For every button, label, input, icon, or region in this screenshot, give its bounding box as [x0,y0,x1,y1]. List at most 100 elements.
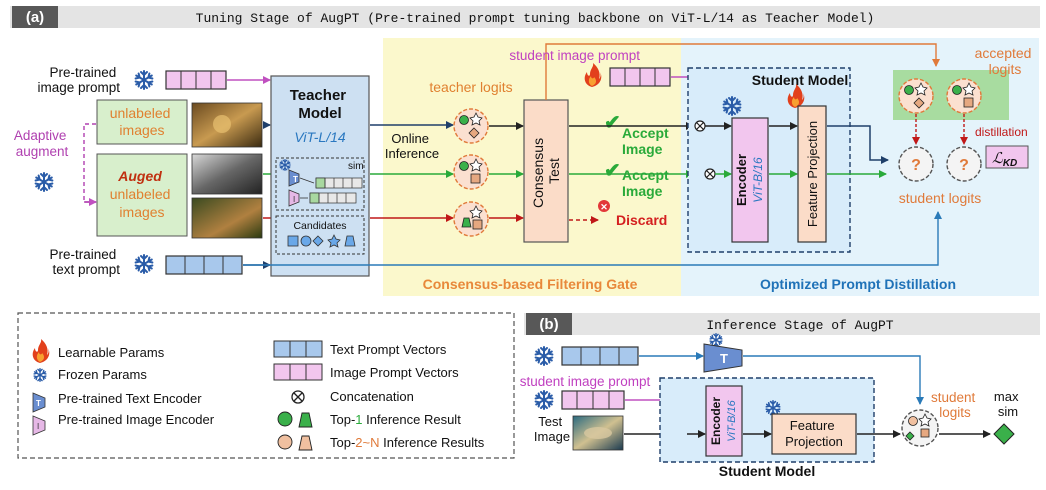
unlabeled-images-box [96,99,188,145]
image-encoder-icon [32,415,46,436]
panel-a-tag: (a) [26,9,44,26]
student-model-b-label: Student Model [719,463,815,479]
panel-b-title: Inference Stage of AugPT [706,318,893,333]
frozen-icon [534,390,554,410]
text-encoder-letter: T [293,175,298,184]
candidates-label: Candidates [293,220,346,232]
teacher-logit-2 [453,154,489,190]
legend-topn: Top-2~N Inference Results [330,435,485,450]
student-encoder-label: Encoder [734,154,749,206]
consensus-test-label: Consensus Test [530,134,562,208]
teacher-backbone: ViT-L/14 [294,129,346,145]
top1-circle-icon [277,411,293,427]
svg-text:?: ? [911,157,921,174]
legend-concat: Concatenation [330,389,414,404]
text-encoder-icon [703,343,743,373]
student-encoder [731,117,769,243]
concat-icon [704,168,716,180]
legend-image-vectors: Image Prompt Vectors [330,365,459,380]
legend-text-vectors: Text Prompt Vectors [330,342,447,357]
consensus-test [523,99,569,243]
distill-label: Optimized Prompt Distillation [760,276,956,292]
frozen-icon [134,70,154,90]
feature-projection-b-label: Feature Projection [785,418,843,449]
text-vectors-swatch [273,340,323,358]
discard-icon [598,200,610,212]
panel-a-title: Tuning Stage of AugPT (Pre-trained promp… [196,11,875,26]
gate-label: Consensus-based Filtering Gate [423,276,638,292]
svg-text:T: T [720,351,728,366]
student-image-prompt-label: student image prompt [509,48,640,63]
max-sim-label: max sim [994,389,1022,419]
text-prompt-vectors [165,255,243,275]
legend-frozen: Frozen Params [58,367,147,382]
accept-image-label-2: Accept Image [622,167,673,199]
student-encoder-b [705,385,743,457]
svg-text:T: T [36,399,41,408]
check-icon: ✔ [604,112,621,134]
frozen-icon [534,346,554,366]
top1-trapezoid-icon [298,412,313,428]
concat-icon [291,390,305,404]
student-encoder-b-label: Encoder [709,397,723,445]
student-model-title: Student Model [752,72,848,88]
image-encoder-icon [288,189,300,207]
distillation-label: distillation [975,125,1028,139]
check-icon: ✔ [604,160,621,182]
adaptive-augment-label: Adaptive augment [14,128,70,159]
accepted-logit-2 [946,78,982,114]
unlabeled-images-label: unlabeled images [110,105,175,138]
student-logit-1: ? [898,146,934,182]
image-vectors-swatch [273,363,323,381]
student-logit-2: ? [946,146,982,182]
feature-projection-label: Feature Projection [805,121,820,227]
legend-text-encoder: Pre-trained Text Encoder [58,391,202,406]
panel-b-tag: (b) [539,316,558,333]
student-encoder-backbone: ViT-B/16 [751,157,765,203]
auged-images-label: Auged unlabeled images [110,168,175,220]
frozen-icon [134,254,154,274]
student-image-prompt-vectors [609,67,671,87]
legend-learnable: Learnable Params [58,345,165,360]
image-prompt-vectors [165,70,227,90]
feature-projection-b [771,413,857,455]
topn-circle-icon [277,434,293,450]
accepted-logits-label: accepted logits [975,45,1036,77]
svg-text:✕: ✕ [600,202,608,212]
kd-loss-symbol: ℒKD [992,150,1017,169]
teacher-logit-3 [453,201,489,237]
svg-text:?: ? [959,157,969,174]
legend-image-encoder: Pre-trained Image Encoder [58,412,215,427]
student-logit-b [901,409,939,447]
text-encoder-icon [32,392,46,413]
student-logits-b-label: student logits [931,390,979,420]
text-encoder-icon [288,169,300,187]
auged-images-box [96,153,188,237]
student-encoder-b-backbone: ViT-B/16 [726,399,738,441]
feature-projection [797,105,827,243]
kd-loss-box [985,145,1029,169]
topn-trapezoid-icon [298,435,313,451]
frozen-icon [709,332,723,347]
online-inference-label: Online Inference [385,131,439,161]
sim-matrix [299,177,363,204]
candidates-box [275,215,365,255]
pretrained-text-prompt-label: Pre-trained text prompt [49,247,120,277]
student-logits-label: student logits [899,190,982,206]
augmented-cheetah-image [191,153,263,195]
augmented-cheetah-image [191,197,263,239]
pretrained-image-prompt-label: Pre-trained image prompt [37,65,120,95]
legend [17,312,515,459]
max-sim-result [993,423,1015,445]
candidate-shapes [287,234,356,248]
text-prompt-vectors [561,346,639,366]
concat-icon [694,120,706,132]
sim-label: sim [348,161,364,172]
test-image-label: Test Image [534,414,570,444]
teacher-logit-1 [453,108,489,144]
image-encoder-letter: I [293,195,295,204]
teacher-model-title: Teacher Model [290,87,351,122]
legend-top1: Top-1 Inference Result [330,412,461,427]
frozen-icon [34,172,54,192]
